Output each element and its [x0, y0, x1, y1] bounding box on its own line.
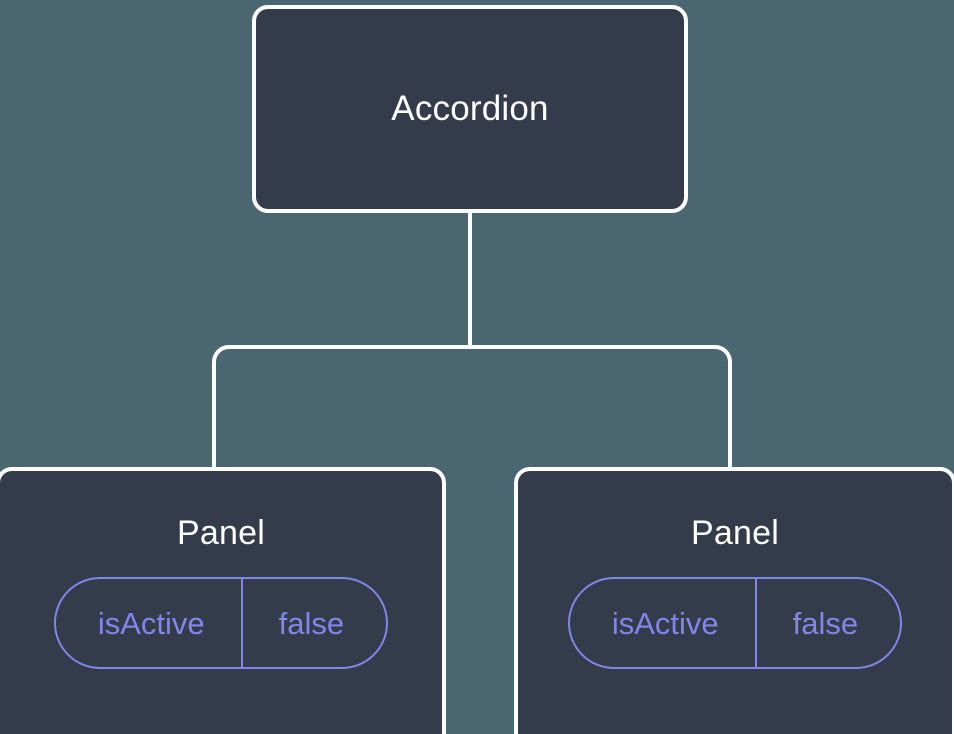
prop-value: false: [754, 579, 900, 668]
edge-branch-right: [470, 345, 732, 469]
node-title: Panel: [691, 514, 779, 552]
prop-pill[interactable]: isActive false: [53, 577, 389, 670]
prop-key: isActive: [97, 605, 205, 641]
tree-node-panel-2[interactable]: Panel isActive false: [514, 467, 954, 734]
node-title: Accordion: [391, 88, 549, 128]
prop-value: false: [240, 579, 386, 668]
tree-node-accordion[interactable]: Accordion: [252, 5, 688, 213]
prop-pill[interactable]: isActive false: [567, 577, 903, 670]
node-title: Panel: [177, 514, 265, 552]
prop-key: isActive: [611, 605, 719, 641]
edge-branch-left: [212, 345, 470, 469]
tree-node-panel-1[interactable]: Panel isActive false: [0, 467, 446, 734]
